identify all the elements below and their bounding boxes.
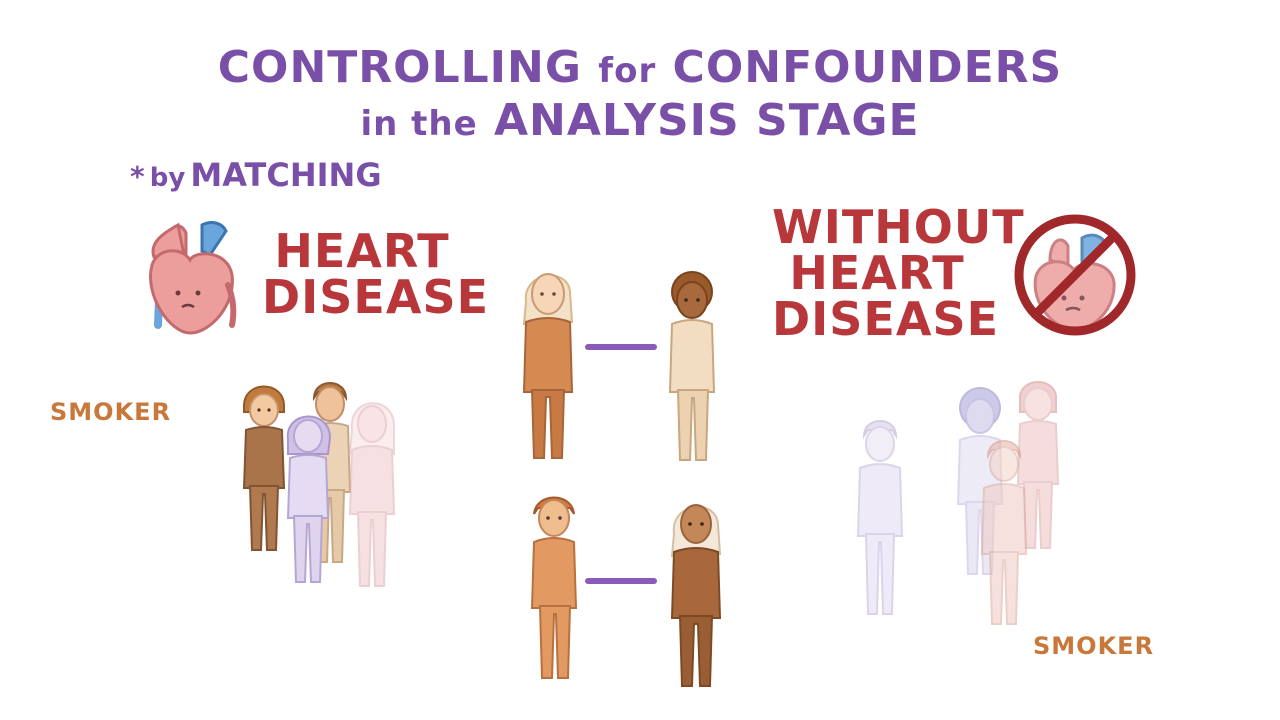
person-icon <box>668 271 716 461</box>
person-icon <box>980 440 1028 625</box>
match-link-2 <box>585 578 657 584</box>
without-heart-disease-label: WITHOUT HEART DISEASE <box>772 200 1025 346</box>
title-line-1: CONTROLLING for CONFOUNDERS <box>217 42 1063 93</box>
person-icon <box>522 273 574 459</box>
heart-disease-label: HEART DISEASE <box>262 224 490 324</box>
page-title: CONTROLLING for CONFOUNDERS in the ANALY… <box>0 44 1280 148</box>
title-line-2: in the ANALYSIS STAGE <box>360 95 920 146</box>
method-label: * by MATCHING <box>130 156 382 194</box>
bullet-asterisk: * <box>130 160 145 193</box>
person-icon <box>530 496 578 679</box>
person-icon <box>286 415 332 583</box>
smoker-label-right: SMOKER <box>1033 632 1155 660</box>
heart-icon <box>149 221 237 335</box>
person-icon <box>242 385 286 551</box>
person-icon <box>856 420 904 615</box>
match-link-1 <box>585 344 657 350</box>
no-heart-icon <box>1014 214 1136 336</box>
smoker-label-left: SMOKER <box>50 398 172 426</box>
person-icon <box>1016 381 1060 549</box>
person-icon <box>670 504 722 687</box>
person-icon <box>348 402 396 587</box>
